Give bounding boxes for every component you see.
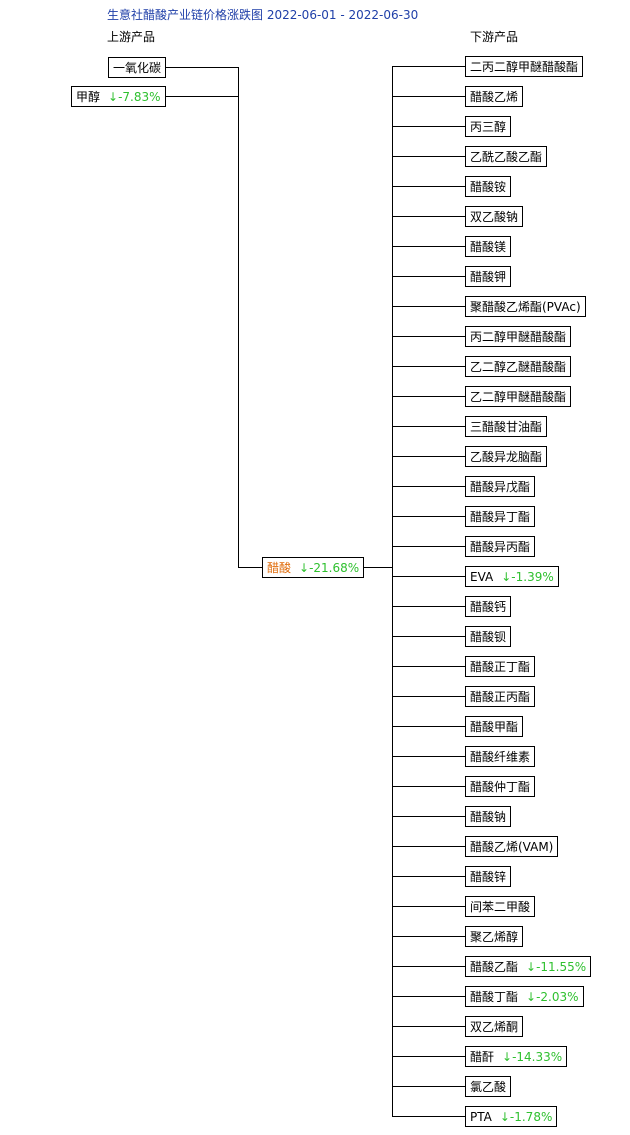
downstream-node[interactable]: 乙酸异龙脑酯	[465, 445, 548, 467]
node-label: 间苯二甲酸	[470, 899, 531, 914]
node-label: 醋酸	[267, 560, 292, 575]
downstream-node[interactable]: 三醋酸甘油酯	[465, 415, 548, 437]
downstream-node[interactable]: 乙二醇甲醚醋酸酯	[465, 385, 572, 407]
price-change: ↓-2.03%	[526, 989, 579, 1004]
downstream-node[interactable]: 醋酸锌	[465, 865, 512, 887]
downstream-node[interactable]: 醋酸钡	[465, 625, 512, 647]
downstream-node[interactable]: 丙三醇	[465, 115, 512, 137]
node-label: 聚乙烯醇	[470, 929, 519, 944]
node-label: 甲醇	[76, 89, 101, 104]
node-label: 醋酸异戊酯	[470, 479, 531, 494]
downstream-node[interactable]: 醋酸异丙酯	[465, 535, 536, 557]
downstream-node[interactable]: 乙二醇乙醚醋酸酯	[465, 355, 572, 377]
downstream-node[interactable]: 二丙二醇甲醚醋酸酯	[465, 55, 584, 77]
node-label: 醋酸异丙酯	[470, 539, 531, 554]
downstream-node[interactable]: 醋酸异丁酯	[465, 505, 536, 527]
node-label: 醋酸正丁酯	[470, 659, 531, 674]
downstream-node[interactable]: 丙二醇甲醚醋酸酯	[465, 325, 572, 347]
price-change: ↓-1.39%	[501, 569, 554, 584]
node-label: 丙三醇	[470, 119, 507, 134]
node-label: 醋酸镁	[470, 239, 507, 254]
downstream-node[interactable]: 醋酸乙酯 ↓-11.55%	[465, 955, 592, 977]
upstream-header: 上游产品	[107, 30, 156, 44]
upstream-node[interactable]: 一氧化碳	[108, 56, 167, 78]
price-change: ↓-7.83%	[108, 89, 161, 104]
price-change: ↓-11.55%	[526, 959, 587, 974]
downstream-header: 下游产品	[470, 30, 519, 44]
node-label: 醋酸乙酯	[470, 959, 519, 974]
node-label: 乙二醇甲醚醋酸酯	[470, 389, 567, 404]
node-label: 二丙二醇甲醚醋酸酯	[470, 59, 579, 74]
downstream-node[interactable]: 醋酸纤维素	[465, 745, 536, 767]
downstream-node[interactable]: 氯乙酸	[465, 1075, 512, 1097]
downstream-node[interactable]: 醋酸钙	[465, 595, 512, 617]
node-label: 乙二醇乙醚醋酸酯	[470, 359, 567, 374]
node-label: 醋酸正丙酯	[470, 689, 531, 704]
downstream-node[interactable]: 双乙烯酮	[465, 1015, 524, 1037]
node-label: 醋酸钾	[470, 269, 507, 284]
node-label: 醋酸钠	[470, 809, 507, 824]
node-label: EVA	[470, 569, 494, 584]
node-label: 乙酸异龙脑酯	[470, 449, 543, 464]
downstream-node[interactable]: 醋酸钠	[465, 805, 512, 827]
node-label: PTA	[470, 1109, 492, 1124]
downstream-node[interactable]: 聚乙烯醇	[465, 925, 524, 947]
downstream-node[interactable]: 醋酸仲丁酯	[465, 775, 536, 797]
downstream-node[interactable]: PTA ↓-1.78%	[465, 1105, 558, 1127]
node-label: 醋酸仲丁酯	[470, 779, 531, 794]
downstream-node[interactable]: 醋酐 ↓-14.33%	[465, 1045, 568, 1067]
downstream-node[interactable]: 醋酸钾	[465, 265, 512, 287]
node-label: 双乙酸钠	[470, 209, 519, 224]
node-label: 醋酸甲酯	[470, 719, 519, 734]
center-node[interactable]: 醋酸 ↓-21.68%	[262, 556, 365, 578]
upstream-node[interactable]: 甲醇 ↓-7.83%	[71, 85, 166, 107]
price-change: ↓-14.33%	[502, 1049, 563, 1064]
node-label: 醋酸丁酯	[470, 989, 519, 1004]
node-label: 醋酸钙	[470, 599, 507, 614]
node-label: 醋酸铵	[470, 179, 507, 194]
downstream-node[interactable]: 醋酸丁酯 ↓-2.03%	[465, 985, 584, 1007]
downstream-node[interactable]: 聚醋酸乙烯酯(PVAc)	[465, 295, 586, 317]
downstream-node[interactable]: 醋酸异戊酯	[465, 475, 536, 497]
node-label: 醋酸异丁酯	[470, 509, 531, 524]
node-label: 醋酸锌	[470, 869, 507, 884]
downstream-node[interactable]: 醋酸甲酯	[465, 715, 524, 737]
node-label: 醋酸乙烯	[470, 89, 519, 104]
downstream-node[interactable]: 醋酸镁	[465, 235, 512, 257]
node-label: 丙二醇甲醚醋酸酯	[470, 329, 567, 344]
node-label: 醋酸钡	[470, 629, 507, 644]
node-label: 聚醋酸乙烯酯(PVAc)	[470, 299, 581, 314]
node-label: 醋酐	[470, 1049, 495, 1064]
node-label: 乙酰乙酸乙酯	[470, 149, 543, 164]
chart-title: 生意社醋酸产业链价格涨跌图 2022-06-01 - 2022-06-30	[107, 8, 419, 22]
downstream-node[interactable]: 醋酸铵	[465, 175, 512, 197]
node-label: 氯乙酸	[470, 1079, 507, 1094]
node-label: 三醋酸甘油酯	[470, 419, 543, 434]
node-label: 醋酸乙烯(VAM)	[470, 839, 554, 854]
downstream-node[interactable]: 间苯二甲酸	[465, 895, 536, 917]
price-change: ↓-21.68%	[299, 560, 360, 575]
downstream-node[interactable]: 双乙酸钠	[465, 205, 524, 227]
node-label: 醋酸纤维素	[470, 749, 531, 764]
price-change: ↓-1.78%	[499, 1109, 553, 1124]
downstream-node[interactable]: EVA ↓-1.39%	[465, 565, 559, 587]
downstream-node[interactable]: 乙酰乙酸乙酯	[465, 145, 548, 167]
node-label: 一氧化碳	[113, 60, 162, 75]
downstream-node[interactable]: 醋酸正丙酯	[465, 685, 536, 707]
node-label: 双乙烯酮	[470, 1019, 519, 1034]
downstream-node[interactable]: 醋酸正丁酯	[465, 655, 536, 677]
downstream-node[interactable]: 醋酸乙烯	[465, 85, 524, 107]
downstream-node[interactable]: 醋酸乙烯(VAM)	[465, 835, 559, 857]
